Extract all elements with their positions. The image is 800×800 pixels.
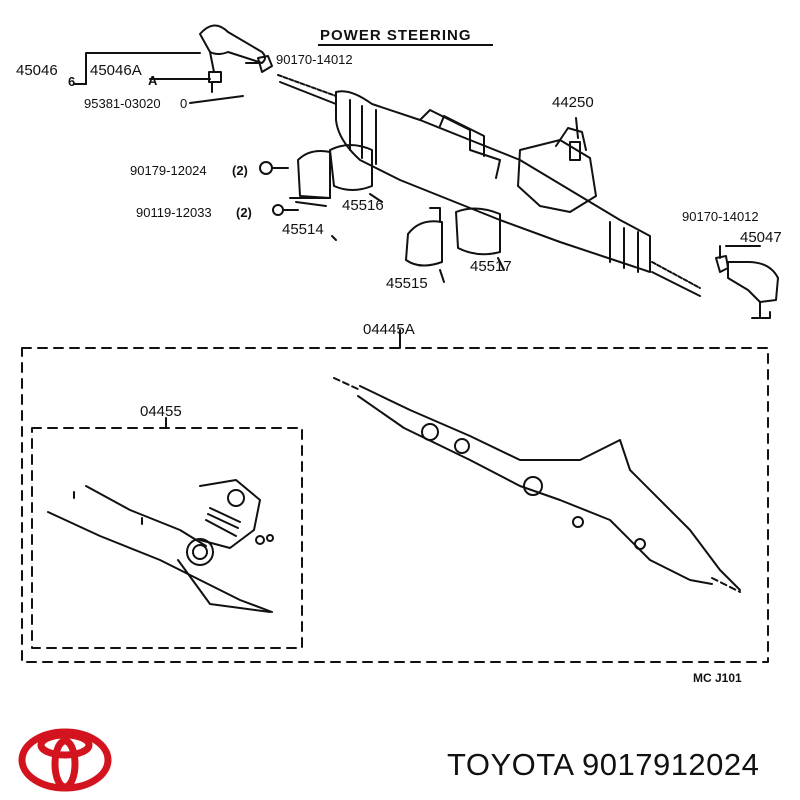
- tie-rod-end-left: [199, 24, 266, 93]
- label-90119-12033: 90119-12033: [136, 205, 212, 220]
- label-45046a: 45046A: [90, 62, 142, 79]
- label-44250: 44250: [552, 94, 594, 111]
- marker-a: A: [148, 73, 158, 88]
- rack-housing-top: [335, 90, 651, 273]
- label-45046: 45046: [16, 62, 58, 79]
- label-cotter-mark: 0: [180, 96, 188, 111]
- label-90179-12024: 90179-12024: [130, 163, 207, 178]
- label-45514: 45514: [282, 221, 324, 238]
- label-45517: 45517: [470, 258, 512, 275]
- diagram-title: POWER STEERING: [320, 27, 472, 44]
- label-04455: 04455: [140, 403, 182, 420]
- seal-kit-drawing: [47, 479, 274, 613]
- label-45516: 45516: [342, 197, 384, 214]
- toyota-logo: [18, 728, 112, 792]
- label-45515: 45515: [386, 275, 428, 292]
- label-qty-lower: (2): [236, 205, 252, 220]
- figure-code: MC J101: [693, 671, 742, 685]
- rack-kit-drawing: [333, 377, 741, 593]
- label-90170-14012-left: 90170-14012: [276, 52, 353, 67]
- label-45047: 45047: [740, 229, 782, 246]
- tie-rod-end-right: [727, 261, 779, 319]
- label-04445a: 04445A: [363, 321, 415, 338]
- brand-part-number: TOYOTA 9017912024: [447, 747, 760, 782]
- title-underline: [318, 44, 493, 46]
- label-95381-03020: 95381-03020: [84, 96, 161, 111]
- marker-b: 6: [68, 74, 76, 89]
- label-qty-upper: (2): [232, 163, 248, 178]
- label-90170-14012-right: 90170-14012: [682, 209, 759, 224]
